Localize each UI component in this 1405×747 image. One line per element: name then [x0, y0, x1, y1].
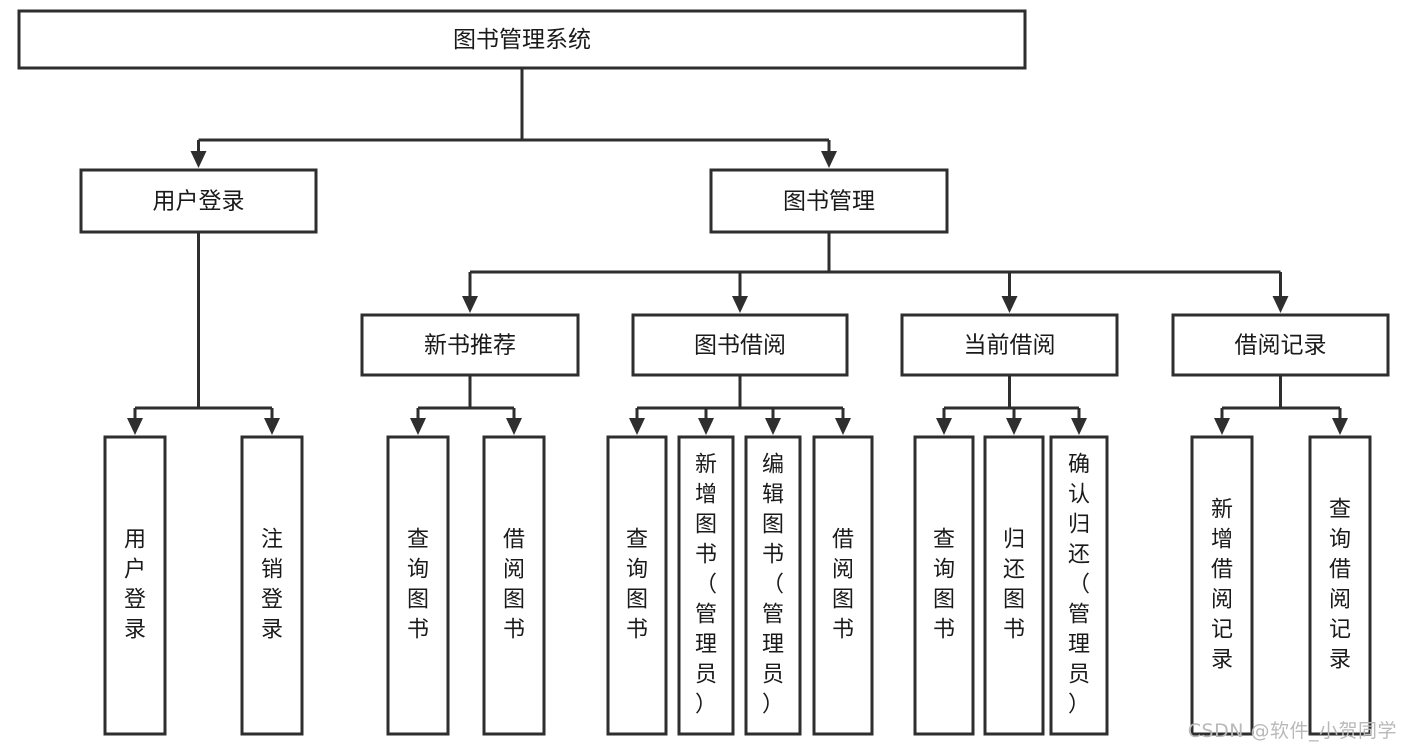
node-label: 新书推荐: [424, 333, 516, 359]
node-leaf-add-borrow-record[interactable]: 新增借阅记录: [1190, 435, 1254, 736]
node-box[interactable]: [79, 168, 318, 234]
node-box[interactable]: [709, 168, 949, 234]
node-box[interactable]: [677, 435, 735, 736]
node-new-book-recommend[interactable]: 新书推荐: [360, 313, 580, 377]
node-label: 当前借阅: [964, 333, 1056, 359]
node-leaf-add-book-admin[interactable]: 新增图书（管理员）: [677, 435, 735, 736]
arrow-head-icon: [835, 418, 851, 435]
node-label: 图书管理: [783, 189, 875, 215]
node-label: 新增借阅记录: [1211, 498, 1233, 673]
node-box[interactable]: [17, 9, 1027, 70]
node-box[interactable]: [386, 435, 450, 736]
arrow-head-icon: [765, 418, 781, 435]
node-box[interactable]: [103, 435, 167, 736]
node-leaf-logout-login[interactable]: 注销登录: [240, 435, 304, 736]
node-box[interactable]: [900, 313, 1119, 377]
arrow-head-icon: [410, 418, 426, 435]
node-leaf-query-book-3[interactable]: 查询图书: [913, 435, 975, 736]
arrow-head-icon: [1071, 418, 1087, 435]
arrow-head-icon: [462, 296, 478, 313]
node-leaf-query-book-1[interactable]: 查询图书: [386, 435, 450, 736]
node-leaf-borrow-book-1[interactable]: 借阅图书: [482, 435, 546, 736]
node-label: 借阅记录: [1235, 333, 1327, 359]
arrow-head-icon: [1332, 418, 1348, 435]
arrow-head-icon: [936, 418, 952, 435]
arrow-head-icon: [698, 418, 714, 435]
node-book-borrow[interactable]: 图书借阅: [631, 313, 849, 377]
arrow-head-icon: [190, 151, 207, 168]
node-box[interactable]: [482, 435, 546, 736]
node-label: 注销登录: [261, 528, 283, 643]
node-label: 确认归还（管理员）: [1068, 453, 1090, 718]
arrow-head-icon: [1001, 296, 1018, 313]
node-label: 归还图书: [1003, 528, 1025, 643]
node-box[interactable]: [1308, 435, 1372, 736]
node-box[interactable]: [983, 435, 1045, 736]
node-label: 图书借阅: [694, 333, 786, 359]
node-label: 查询图书: [933, 528, 955, 643]
node-box[interactable]: [913, 435, 975, 736]
node-label: 新增图书（管理员）: [695, 453, 717, 718]
node-box[interactable]: [606, 435, 668, 736]
node-leaf-query-book-2[interactable]: 查询图书: [606, 435, 668, 736]
node-box[interactable]: [744, 435, 802, 736]
node-root[interactable]: 图书管理系统: [17, 9, 1027, 70]
node-book-manage[interactable]: 图书管理: [709, 168, 949, 234]
node-label: 查询图书: [407, 528, 429, 643]
node-leaf-edit-book-admin[interactable]: 编辑图书（管理员）: [744, 435, 802, 736]
node-leaf-return-book[interactable]: 归还图书: [983, 435, 1045, 736]
node-box[interactable]: [812, 435, 874, 736]
arrow-head-icon: [1214, 418, 1230, 435]
node-box[interactable]: [1171, 313, 1390, 377]
node-label: 编辑图书（管理员）: [762, 453, 784, 718]
node-label: 图书管理系统: [453, 27, 591, 53]
arrow-head-icon: [1006, 418, 1022, 435]
arrow-head-icon: [264, 418, 280, 435]
node-leaf-query-borrow-record[interactable]: 查询借阅记录: [1308, 435, 1372, 736]
arrow-head-icon: [1272, 296, 1289, 313]
node-label: 用户登录: [124, 528, 146, 643]
node-current-borrow[interactable]: 当前借阅: [900, 313, 1119, 377]
node-box[interactable]: [631, 313, 849, 377]
node-label: 借阅图书: [503, 528, 525, 643]
connector-layer: [127, 68, 1348, 435]
arrow-head-icon: [127, 418, 143, 435]
node-user-login[interactable]: 用户登录: [79, 168, 318, 234]
node-leaf-confirm-return-admin[interactable]: 确认归还（管理员）: [1049, 435, 1109, 736]
node-borrow-record[interactable]: 借阅记录: [1171, 313, 1390, 377]
node-label: 查询借阅记录: [1329, 498, 1351, 673]
arrow-head-icon: [506, 418, 522, 435]
arrow-head-icon: [629, 418, 645, 435]
node-label: 借阅图书: [832, 528, 854, 643]
node-label: 查询图书: [626, 528, 648, 643]
node-label: 用户登录: [153, 189, 245, 215]
node-box[interactable]: [360, 313, 580, 377]
node-leaf-user-login[interactable]: 用户登录: [103, 435, 167, 736]
node-leaf-borrow-book-2[interactable]: 借阅图书: [812, 435, 874, 736]
node-box[interactable]: [240, 435, 304, 736]
node-box[interactable]: [1049, 435, 1109, 736]
node-box[interactable]: [1190, 435, 1254, 736]
arrow-head-icon: [732, 296, 748, 313]
arrow-head-icon: [821, 151, 837, 168]
node-layer: 图书管理系统用户登录图书管理新书推荐图书借阅当前借阅借阅记录用户登录注销登录查询…: [17, 9, 1390, 736]
